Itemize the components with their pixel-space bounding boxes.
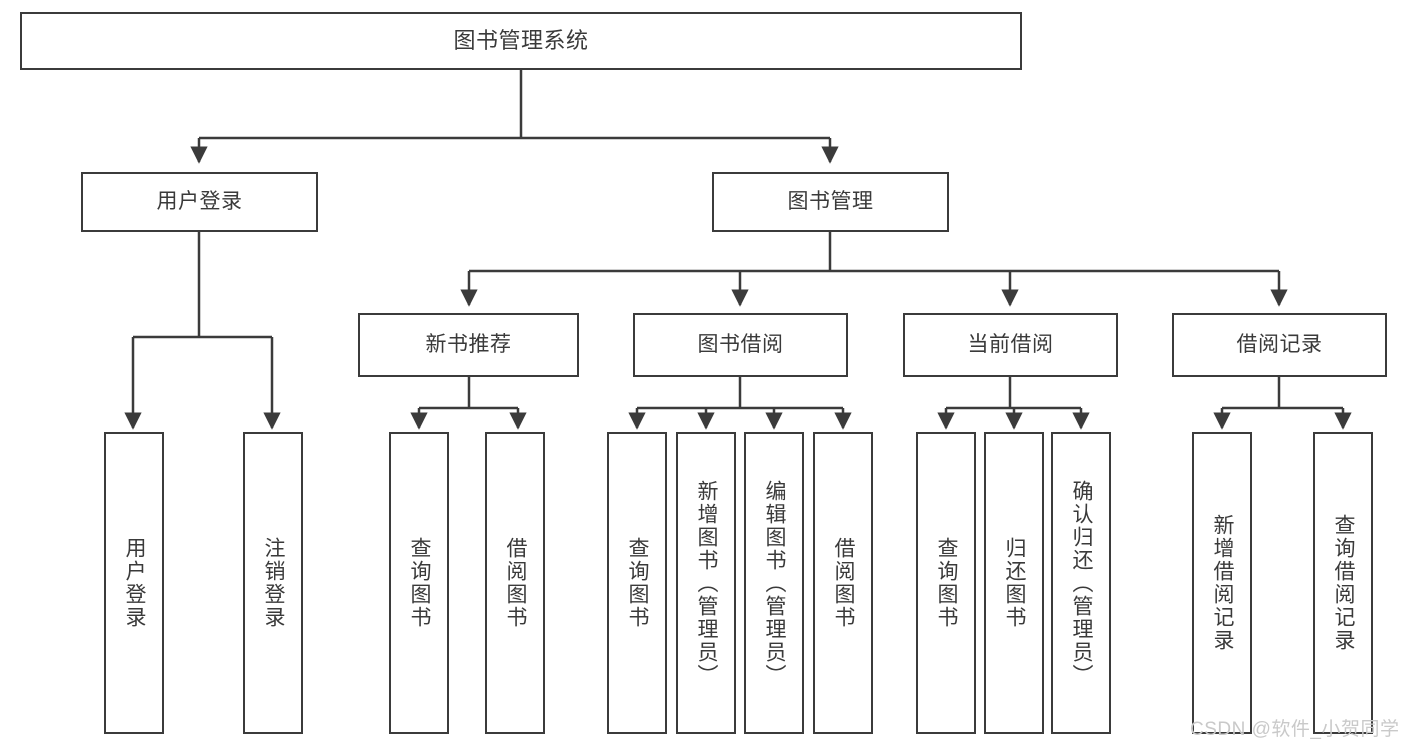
leaf-return-books[interactable]: 归还图书 <box>984 432 1044 734</box>
node-label: 新书推荐 <box>425 333 512 357</box>
leaf-edit-book-admin[interactable]: 编辑图书（管理员） <box>744 432 804 734</box>
leaf-new-book-query-books[interactable]: 查询图书 <box>389 432 449 734</box>
node-label: 确认归还（管理员） <box>1070 479 1094 687</box>
node-label: 图书借阅 <box>697 333 784 357</box>
node-current-borrowing[interactable]: 当前借阅 <box>903 313 1118 377</box>
leaf-logout[interactable]: 注销登录 <box>243 432 303 734</box>
node-label: 图书管理 <box>787 190 874 214</box>
node-label: 借阅图书 <box>504 537 528 629</box>
node-label: 用户登录 <box>123 537 147 629</box>
node-label: 查询图书 <box>626 537 650 629</box>
node-label: 查询图书 <box>408 537 432 629</box>
node-root-library-management-system[interactable]: 图书管理系统 <box>20 12 1022 70</box>
node-label: 新增图书（管理员） <box>695 479 719 687</box>
leaf-current-query-books[interactable]: 查询图书 <box>916 432 976 734</box>
leaf-borrow-query-books[interactable]: 查询图书 <box>607 432 667 734</box>
leaf-new-book-borrow-books[interactable]: 借阅图书 <box>485 432 545 734</box>
leaf-confirm-return-admin[interactable]: 确认归还（管理员） <box>1051 432 1111 734</box>
node-label: 用户登录 <box>156 190 243 214</box>
node-user-login[interactable]: 用户登录 <box>81 172 318 232</box>
node-label: 当前借阅 <box>967 333 1054 357</box>
node-label: 归还图书 <box>1003 537 1027 629</box>
node-label: 编辑图书（管理员） <box>763 479 787 687</box>
leaf-add-book-admin[interactable]: 新增图书（管理员） <box>676 432 736 734</box>
node-label: 借阅图书 <box>832 537 856 629</box>
node-label: 注销登录 <box>262 537 286 629</box>
node-book-management[interactable]: 图书管理 <box>712 172 949 232</box>
node-label: 查询图书 <box>935 537 959 629</box>
node-label: 图书管理系统 <box>453 27 589 53</box>
leaf-add-borrow-record[interactable]: 新增借阅记录 <box>1192 432 1252 734</box>
leaf-user-login[interactable]: 用户登录 <box>104 432 164 734</box>
node-new-book-recommendation[interactable]: 新书推荐 <box>358 313 579 377</box>
leaf-query-borrow-record[interactable]: 查询借阅记录 <box>1313 432 1373 734</box>
csdn-watermark: CSDN @软件_小贺同学 <box>1190 719 1400 740</box>
node-label: 新增借阅记录 <box>1211 514 1235 652</box>
node-book-borrowing[interactable]: 图书借阅 <box>633 313 848 377</box>
node-label: 借阅记录 <box>1236 333 1323 357</box>
node-borrow-records[interactable]: 借阅记录 <box>1172 313 1387 377</box>
leaf-borrow-books[interactable]: 借阅图书 <box>813 432 873 734</box>
node-label: 查询借阅记录 <box>1332 514 1356 652</box>
